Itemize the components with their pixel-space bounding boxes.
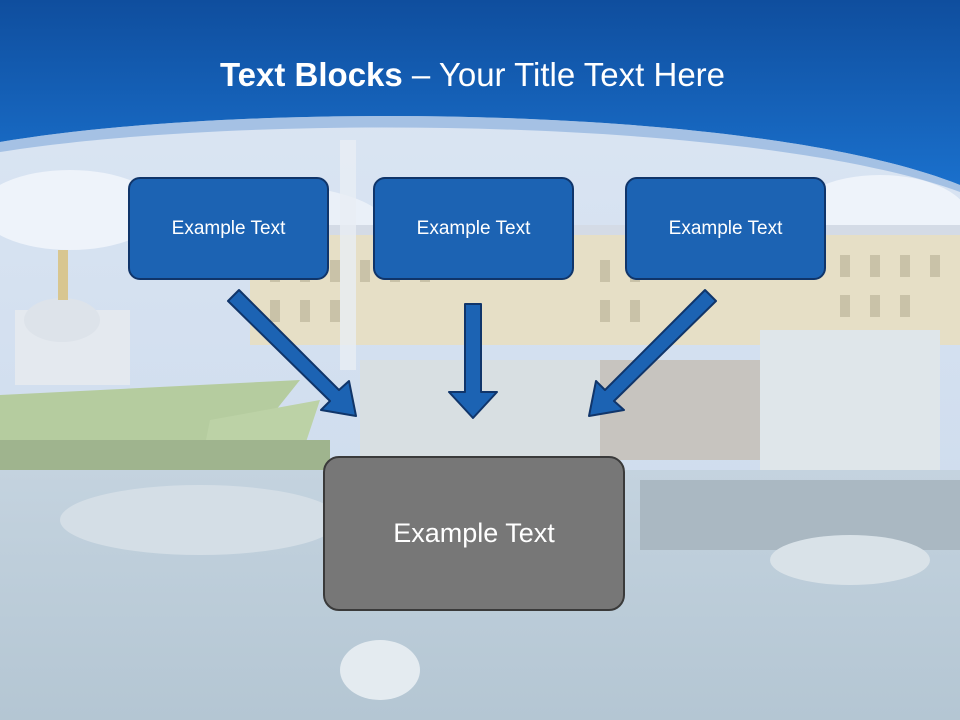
slide-title: Text Blocks – Your Title Text Here xyxy=(0,56,945,94)
text-block-1: Example Text xyxy=(128,177,329,280)
target-block-label: Example Text xyxy=(393,518,555,548)
target-block: Example Text xyxy=(323,456,625,611)
text-block-1-label: Example Text xyxy=(171,217,286,239)
text-block-3-label: Example Text xyxy=(668,217,783,239)
text-block-2: Example Text xyxy=(373,177,574,280)
title-bold: Text Blocks xyxy=(219,56,403,93)
title-rest: – Your Title Text Here xyxy=(402,56,726,93)
text-block-2-label: Example Text xyxy=(416,217,531,239)
text-block-3: Example Text xyxy=(625,177,826,280)
